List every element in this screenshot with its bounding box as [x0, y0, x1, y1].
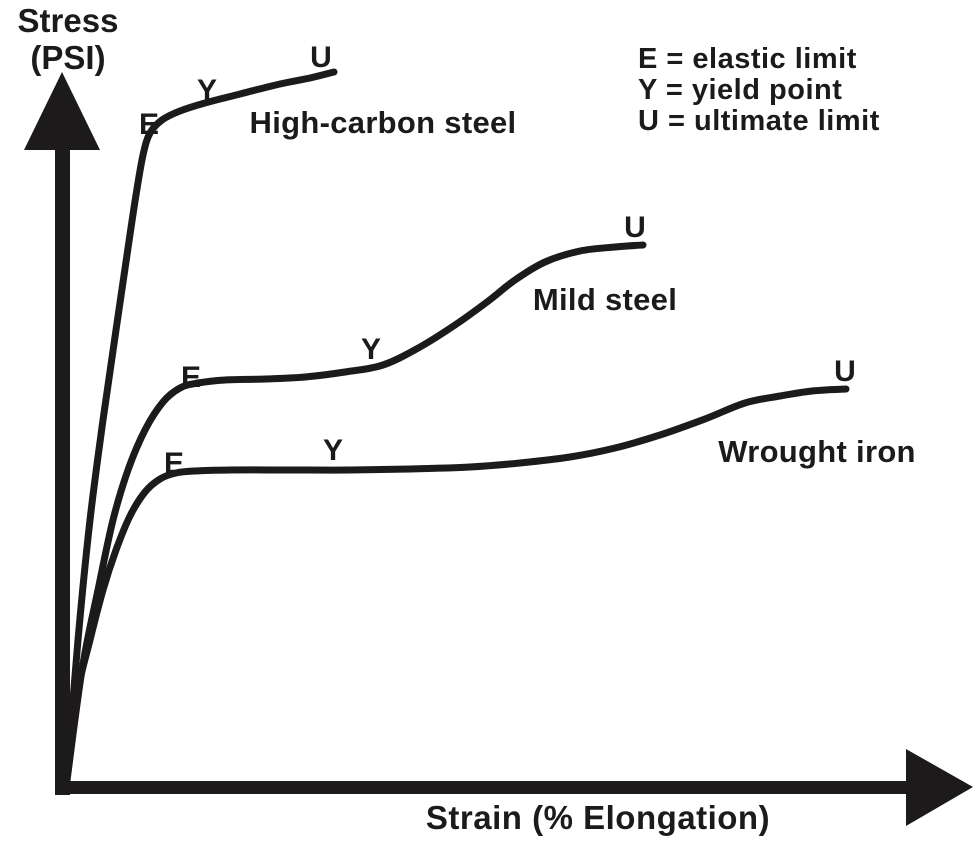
series-label-mild-steel: Mild steel	[532, 282, 678, 317]
curve-mild-steel	[62, 241, 647, 792]
curve-wrought-iron	[62, 385, 850, 792]
y-axis-arrowhead-icon	[24, 72, 100, 150]
marker-u-mild-steel: U	[624, 211, 646, 244]
y-axis-title-line2: (PSI)	[30, 39, 106, 76]
x-axis-title: Strain (% Elongation)	[425, 799, 771, 836]
legend-item-ultimate-limit: U = ultimate limit	[638, 105, 880, 137]
legend: E = elastic limit Y = yield point U = ul…	[638, 44, 880, 137]
axes	[24, 72, 973, 826]
marker-y-wrought-iron: Y	[322, 434, 344, 467]
marker-y-mild-steel: Y	[360, 333, 382, 366]
series-label-high-carbon-steel: High-carbon steel	[249, 105, 517, 140]
legend-item-elastic-limit: E = elastic limit	[638, 43, 857, 75]
legend-item-yield-point: Y = yield point	[638, 74, 843, 106]
marker-u-high-carbon-steel: U	[310, 41, 332, 74]
marker-e-mild-steel: E	[180, 361, 202, 394]
marker-e-wrought-iron: E	[163, 447, 185, 480]
y-axis-line	[55, 148, 70, 795]
x-axis-line	[55, 781, 908, 794]
marker-y-high-carbon-steel: Y	[196, 74, 218, 107]
curves-group	[62, 68, 850, 792]
x-axis-arrowhead-icon	[906, 749, 973, 826]
marker-u-wrought-iron: U	[834, 355, 856, 388]
marker-e-high-carbon-steel: E	[138, 108, 160, 141]
y-axis-title-line1: Stress	[17, 2, 119, 39]
series-label-wrought-iron: Wrought iron	[718, 434, 916, 469]
y-axis-title: Stress (PSI)	[0, 2, 136, 76]
curve-high-carbon-steel	[62, 68, 338, 792]
